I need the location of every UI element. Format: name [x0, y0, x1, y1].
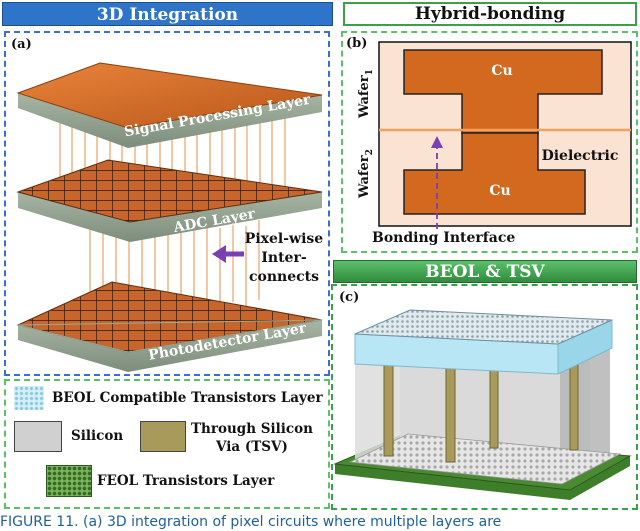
hybrid-bonding-diagram: Cu Cu Dielectric Wafer1 Wafer2 [357, 41, 632, 229]
panel-b-label: (b) [346, 36, 368, 51]
photodetector-layer [16, 281, 323, 372]
legend-feol-label: FEOL Transistors Layer [97, 473, 275, 489]
legend-silicon-label: Silicon [71, 428, 124, 444]
legend-frame [4, 379, 330, 509]
pixelwise-annotation: Pixel-wise Inter- connects [244, 230, 324, 287]
interconnect-arrow [212, 245, 244, 263]
figure-caption: FIGURE 11. (a) 3D integration of pixel c… [0, 514, 502, 530]
bonding-arrow-head [431, 136, 443, 148]
panel-a-title: 3D Integration [96, 5, 239, 25]
panel-a-frame [4, 31, 330, 376]
legend-beol-label: BEOL Compatible Transistors Layer [52, 390, 323, 406]
panel-a-label: (a) [11, 37, 32, 52]
panel-b-title-banner: Hybrid-bonding [343, 2, 637, 26]
panel-a-title-banner: 3D Integration [2, 2, 333, 26]
wafer1-sub: 1 [365, 69, 375, 75]
wafer2-label: Wafer2 [357, 149, 375, 199]
panel-b-title: Hybrid-bonding [414, 4, 566, 24]
panel-c-title-banner: BEOL & TSV [333, 260, 637, 283]
legend-beol-swatch [14, 386, 44, 410]
wafer1-base: Wafer [357, 75, 372, 119]
beol-slab-top [354, 309, 613, 345]
dielectric-label: Dielectric [542, 148, 619, 164]
signal-processing-layer [16, 62, 323, 148]
legend-tsv-swatch [140, 421, 186, 452]
annotation-line-2: Inter- [261, 250, 307, 266]
annotation-line-1: Pixel-wise [244, 231, 324, 247]
annotation-line-3: connects [249, 269, 319, 285]
wafer2-base: Wafer [357, 155, 372, 199]
panel-c-frame [331, 284, 638, 510]
panel-c-title: BEOL & TSV [425, 262, 545, 282]
cu-bottom-label: Cu [489, 183, 510, 199]
legend-tsv-label: Through Silicon Via (TSV) [191, 420, 313, 456]
tsv-pillar-2 [445, 361, 456, 463]
legend-tsv-line2: Via (TSV) [216, 439, 288, 455]
feol-base-side [335, 456, 630, 500]
beol-tsv-diagram [333, 309, 632, 500]
wafer2-sub: 2 [365, 149, 375, 155]
adc-layer [16, 159, 323, 242]
legend-feol-swatch [46, 465, 92, 497]
legend-tsv-line1: Through Silicon [191, 421, 313, 437]
layer-stack-diagram: Signal Processing Layer ADC Layer Photod… [16, 62, 323, 372]
legend-silicon-swatch [14, 421, 62, 452]
panel-b-frame [341, 31, 638, 253]
cu-top-label: Cu [491, 63, 512, 79]
bonding-interface-label: Bonding Interface [372, 230, 516, 246]
cu-bottom-pad [403, 132, 586, 215]
panel-c-label: (c) [339, 290, 360, 305]
tsv-pillar-4 [569, 353, 579, 451]
wafer1-label: Wafer1 [357, 69, 375, 119]
tsv-pillar-1 [383, 359, 394, 457]
